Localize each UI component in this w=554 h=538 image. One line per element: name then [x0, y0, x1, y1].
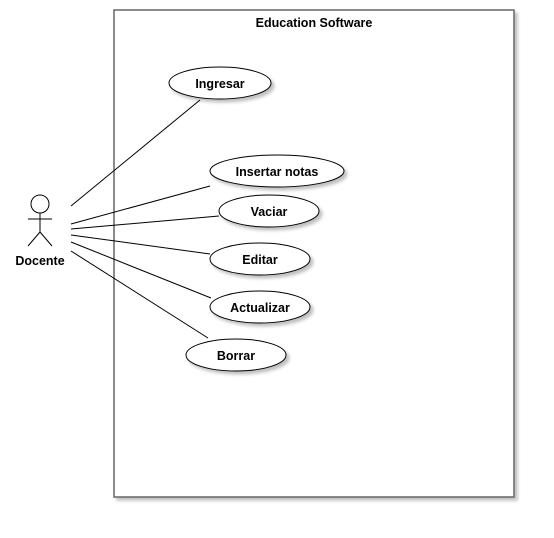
use-case-label: Actualizar: [230, 301, 290, 315]
association-actualizar[interactable]: [70, 241, 212, 299]
use-case-vaciar[interactable]: Vaciar: [218, 194, 320, 228]
use-case-label: Editar: [242, 253, 278, 267]
actor-head-icon: [30, 194, 50, 214]
associations: [70, 99, 220, 339]
use-case-insertar-notas[interactable]: Insertar notas: [209, 154, 345, 188]
actor-docente[interactable]: [27, 194, 53, 247]
association-borrar[interactable]: [70, 250, 209, 339]
association-insertar-notas[interactable]: [70, 185, 211, 225]
system-title: Education Software: [256, 16, 373, 30]
use-case-label: Ingresar: [195, 77, 244, 91]
association-vaciar[interactable]: [70, 215, 220, 230]
use-case-borrar[interactable]: Borrar: [185, 338, 287, 372]
association-editar[interactable]: [70, 234, 211, 255]
use-case-ingresar[interactable]: Ingresar: [168, 66, 272, 100]
use-case-label: Insertar notas: [236, 165, 319, 179]
use-case-label: Vaciar: [251, 205, 288, 219]
use-case-actualizar[interactable]: Actualizar: [209, 290, 311, 324]
use-case-editar[interactable]: Editar: [209, 242, 311, 276]
association-ingresar[interactable]: [70, 99, 201, 207]
use-case-label: Borrar: [217, 349, 255, 363]
actor-label: Docente: [15, 254, 64, 268]
